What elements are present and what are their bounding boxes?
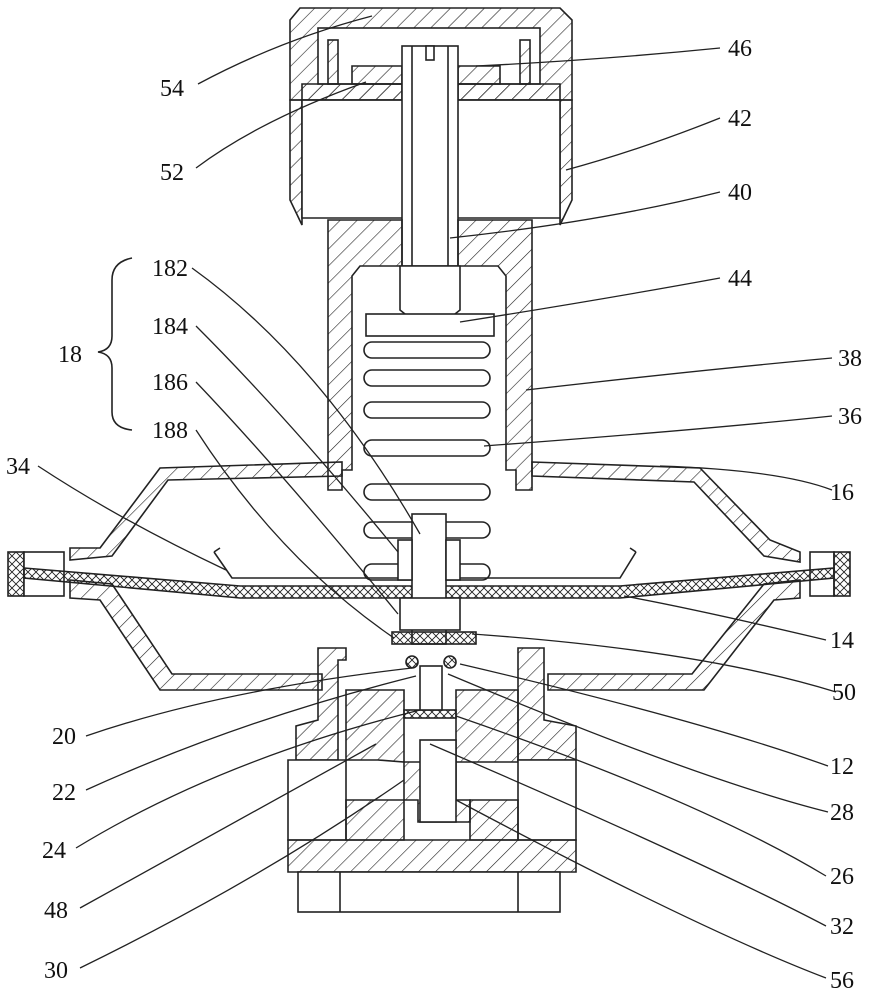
label-36: 36 — [838, 404, 862, 430]
label-20: 20 — [52, 724, 76, 750]
group-brace-18 — [97, 257, 133, 431]
diaphragm — [23, 567, 835, 599]
label-26: 26 — [830, 864, 854, 890]
valve-stem — [391, 513, 477, 645]
label-34: 34 — [6, 454, 30, 480]
label-42: 42 — [728, 106, 752, 132]
valve-body — [295, 647, 577, 763]
label-186: 186 — [152, 370, 188, 396]
label-30: 30 — [44, 958, 68, 984]
label-18: 18 — [58, 342, 82, 368]
label-54: 54 — [160, 76, 184, 102]
lower-seat — [287, 739, 577, 913]
label-22: 22 — [52, 780, 76, 806]
label-46: 46 — [728, 36, 752, 62]
part-labels: 54 52 46 42 40 44 38 36 16 14 50 12 28 2… — [6, 36, 862, 994]
label-14: 14 — [830, 628, 854, 654]
label-44: 44 — [728, 266, 752, 292]
label-38: 38 — [838, 346, 862, 372]
label-56: 56 — [830, 968, 854, 994]
label-48: 48 — [44, 898, 68, 924]
label-184: 184 — [152, 314, 188, 340]
label-12: 12 — [830, 754, 854, 780]
label-182: 182 — [152, 256, 188, 282]
label-188: 188 — [152, 418, 188, 444]
label-50: 50 — [832, 680, 856, 706]
label-24: 24 — [42, 838, 66, 864]
label-28: 28 — [830, 800, 854, 826]
adjusting-screw — [401, 45, 459, 267]
leader-lines — [37, 15, 837, 979]
label-52: 52 — [160, 160, 184, 186]
label-40: 40 — [728, 180, 752, 206]
label-32: 32 — [830, 914, 854, 940]
label-16: 16 — [830, 480, 854, 506]
knob-cap — [289, 7, 573, 226]
